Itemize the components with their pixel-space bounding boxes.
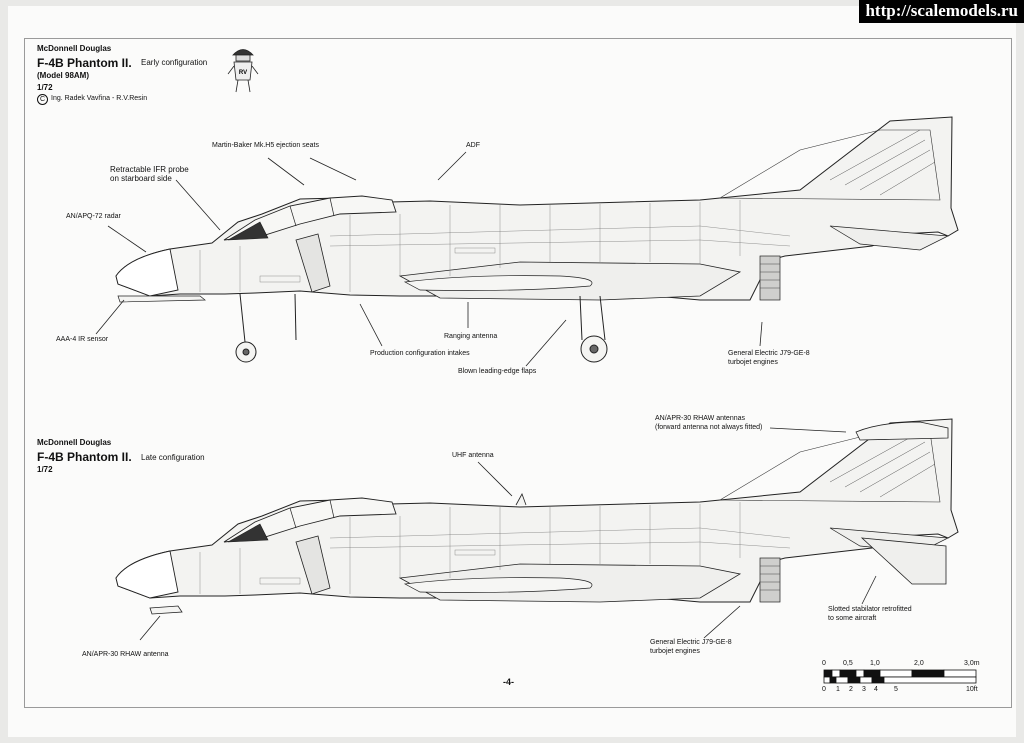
scale-ft-10: 10ft [966,686,978,693]
scale-metric-1: 1,0 [870,660,880,667]
callout-engines-1: General Electric J79-GE-8 [728,350,810,357]
callout-intakes: Production configuration intakes [370,350,470,357]
callout-stabilator-1: Slotted stabilator retrofitted [828,606,912,613]
page-number: -4- [503,677,514,687]
aircraft-title-top: F-4B Phantom II. [37,56,132,70]
callout-ir-sensor: AAA-4 IR sensor [56,336,109,343]
callout-engines-bottom-2: turbojet engines [650,648,700,655]
credit: Ing. Radek Vavřina - R.V.Resin [51,95,148,102]
maker-bottom: McDonnell Douglas [37,438,112,447]
callout-engines-bottom-1: General Electric J79-GE-8 [650,639,732,646]
model-number: (Model 98AM) [37,71,89,80]
callout-ranging-antenna: Ranging antenna [444,333,498,340]
copyright-icon: C [37,94,48,105]
callout-rhaw-2: (forward antenna not always fitted) [655,424,763,431]
config-bottom: Late configuration [141,453,205,462]
scale-ft-1: 1 [836,686,840,693]
callout-flaps: Blown leading-edge flaps [458,368,537,375]
scale-ft-3: 3 [862,686,866,693]
scale-bottom: 1/72 [37,465,53,474]
scale-metric-2: 2,0 [914,660,924,667]
callout-uhf: UHF antenna [452,452,494,459]
callout-ifr-probe-1: Retractable IFR probe [110,165,189,174]
scale-ft-5: 5 [894,686,898,693]
config-top: Early configuration [141,58,208,67]
scale-metric-3: 3,0m [964,660,980,667]
callout-rhaw-nose: AN/APR-30 RHAW antenna [82,651,169,658]
watermark: http://scalemodels.ru [859,0,1024,23]
callout-engines-2: turbojet engines [728,359,778,366]
scale-ft-2: 2 [849,686,853,693]
aircraft-title-bottom: F-4B Phantom II. [37,450,132,464]
sheet-border [24,38,1012,708]
scale-top: 1/72 [37,83,53,92]
maker-top: McDonnell Douglas [37,44,112,53]
scale-ft-4: 4 [874,686,878,693]
callout-ifr-probe-2: on starboard side [110,174,172,183]
callout-rhaw-1: AN/APR-30 RHAW antennas [655,415,745,422]
scale-metric-0: 0 [822,660,826,667]
scale-ft-0: 0 [822,686,826,693]
scale-metric-05: 0,5 [843,660,853,667]
callout-radar: AN/APQ-72 radar [66,213,121,220]
callout-stabilator-2: to some aircraft [828,615,877,622]
callout-ejection-seats: Martin-Baker Mk.H5 ejection seats [212,142,319,149]
callout-adf: ADF [466,142,480,149]
